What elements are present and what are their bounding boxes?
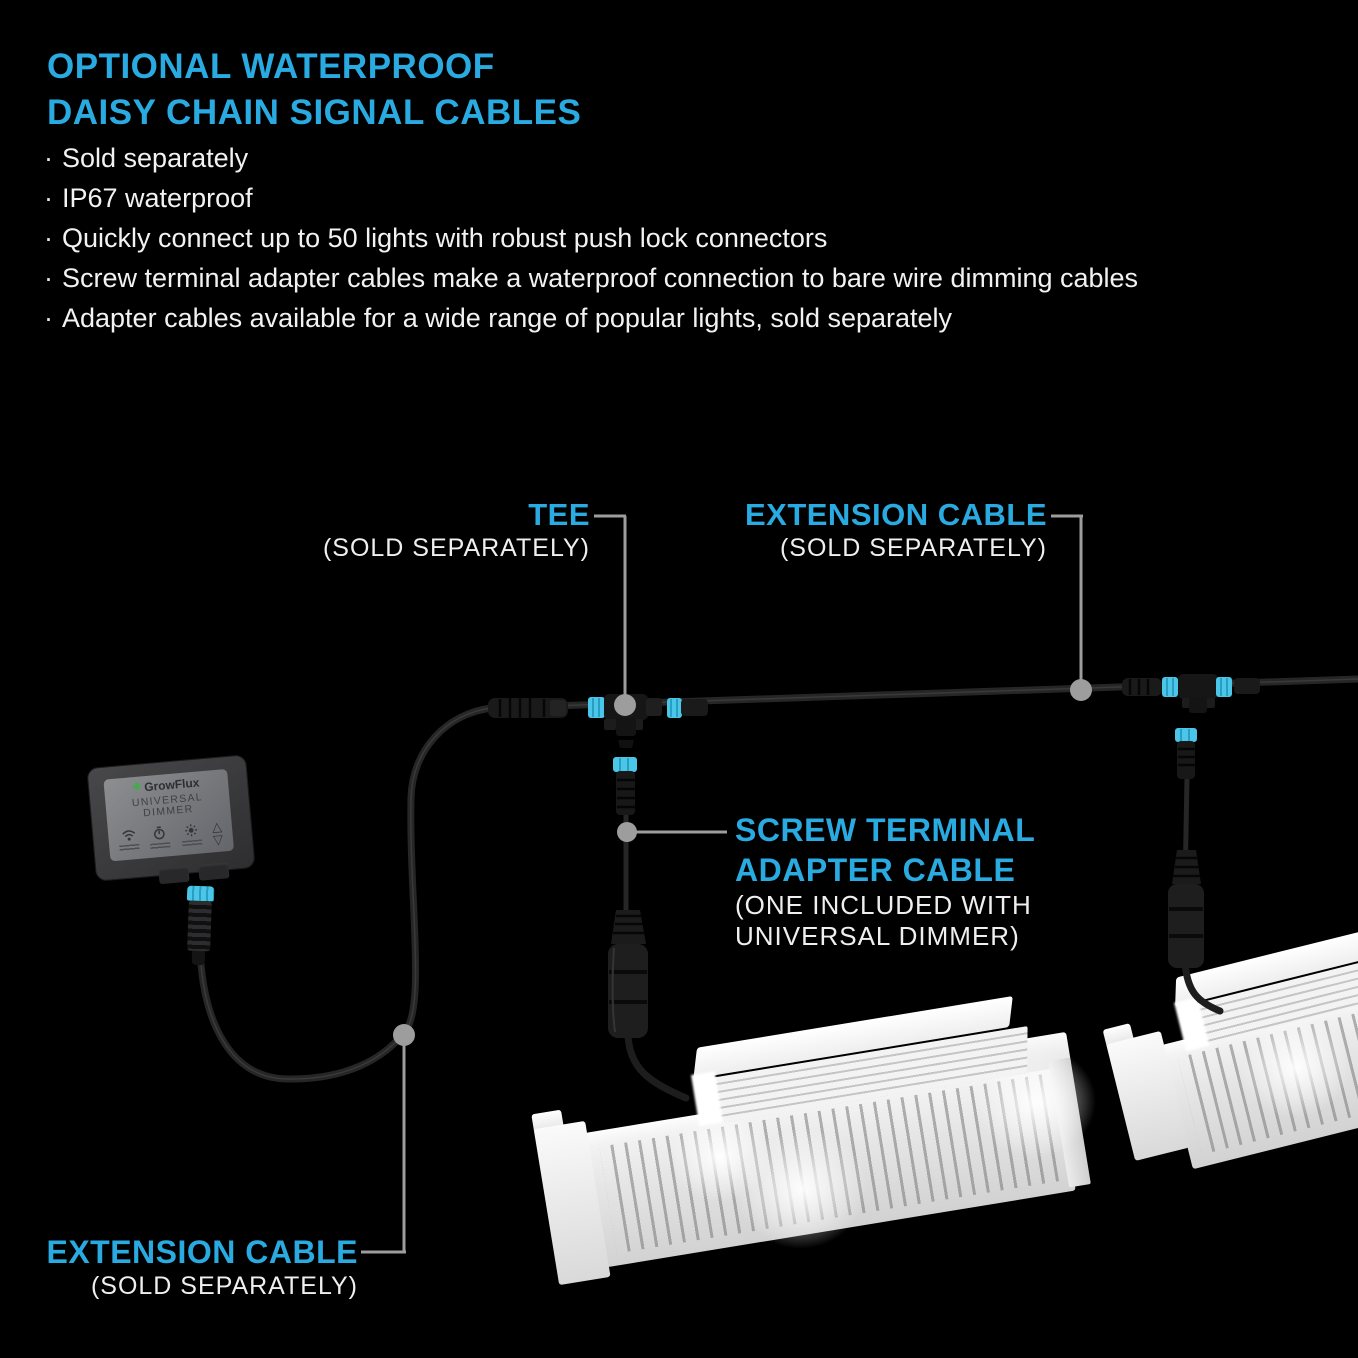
label-screw-terminal-title-line2: ADAPTER CABLE	[735, 852, 1016, 888]
wifi-icon	[121, 830, 135, 841]
dimmer-panel: ✤ GrowFlux UNIVERSAL DIMMER	[103, 768, 235, 862]
label-tee-subtitle: (SOLD SEPARATELY)	[322, 534, 590, 562]
caption-text	[119, 843, 140, 852]
screw-terminal-junction-2	[1168, 850, 1204, 968]
connector-tail	[191, 950, 206, 966]
leader-dot	[393, 1024, 415, 1046]
label-extension-cable-top-title: EXTENSION CABLE	[744, 497, 1047, 532]
universal-dimmer-device: ✤ GrowFlux UNIVERSAL DIMMER	[87, 755, 255, 885]
caption-text	[150, 842, 171, 850]
dimmer-output-port	[158, 865, 190, 885]
connector-ribbed-body	[187, 900, 212, 952]
leader-dot	[1070, 679, 1092, 701]
brand-name: GrowFlux	[143, 775, 200, 795]
dimmer-push-lock-connector	[185, 885, 215, 966]
label-extension-cable-top: EXTENSION CABLE (SOLD SEPARATELY)	[723, 496, 1047, 563]
network-status-indicator	[118, 828, 140, 852]
timer-icon	[154, 826, 166, 840]
feature-list: Sold separately IP67 waterproof Quickly …	[44, 138, 1138, 338]
page-title-line2: DAISY CHAIN SIGNAL CABLES	[47, 93, 582, 132]
label-tee-title: TEE	[528, 497, 590, 532]
label-screw-terminal-subtitle-line2: UNIVERSAL DIMMER)	[735, 921, 1020, 951]
feature-item: IP67 waterproof	[44, 178, 1138, 218]
push-lock-connector-drop-1	[613, 757, 637, 815]
label-screw-terminal-title-line1: SCREW TERMINAL	[735, 812, 1036, 848]
dim-buttons: △ ▽	[211, 819, 224, 848]
leader-extension-bottom	[361, 1024, 415, 1254]
label-extension-cable-bottom: EXTENSION CABLE (SOLD SEPARATELY)	[18, 1234, 358, 1301]
caption-text	[181, 839, 203, 848]
growflux-logo-icon: ✤	[132, 781, 142, 794]
page-title-line1: OPTIONAL WATERPROOF	[47, 47, 495, 86]
dim-down-icon: ▽	[212, 831, 224, 848]
label-extension-cable-top-subtitle: (SOLD SEPARATELY)	[779, 534, 1047, 562]
output-status-indicator	[180, 822, 203, 848]
push-lock-connector-coupler	[488, 698, 568, 718]
push-lock-connector-drop-2	[1175, 728, 1197, 779]
feature-item: Screw terminal adapter cables make a wat…	[44, 258, 1138, 298]
tee-connector-2	[1162, 674, 1260, 713]
leader-dot	[614, 694, 636, 716]
device-model-name: UNIVERSAL DIMMER	[131, 791, 204, 820]
push-lock-cap	[186, 885, 215, 902]
leader-tee	[594, 514, 636, 716]
feature-item: Quickly connect up to 50 lights with rob…	[44, 218, 1138, 258]
feature-item: Sold separately	[44, 138, 1138, 178]
label-extension-cable-bottom-title: EXTENSION CABLE	[46, 1234, 358, 1270]
push-lock-connector-coupler	[1122, 678, 1162, 696]
page-title: OPTIONAL WATERPROOF DAISY CHAIN SIGNAL C…	[47, 44, 581, 136]
leader-screw-terminal	[617, 822, 727, 842]
feature-item: Adapter cables available for a wide rang…	[44, 298, 1138, 338]
schedule-indicator	[149, 825, 171, 850]
dimmer-output-port	[198, 862, 230, 881]
screw-terminal-junction-1	[608, 910, 648, 1038]
sun-icon	[184, 824, 197, 837]
leader-dot	[617, 822, 637, 842]
label-tee: TEE (SOLD SEPARATELY)	[290, 496, 590, 563]
label-screw-terminal-adapter: SCREW TERMINAL ADAPTER CABLE (ONE INCLUD…	[735, 810, 1075, 952]
label-screw-terminal-subtitle-line1: (ONE INCLUDED WITH	[735, 890, 1032, 920]
tee-connector-1	[588, 694, 708, 748]
label-extension-cable-bottom-subtitle: (SOLD SEPARATELY)	[90, 1272, 358, 1300]
dimmer-controls: △ ▽	[114, 819, 228, 855]
leader-extension-top	[1051, 514, 1092, 701]
